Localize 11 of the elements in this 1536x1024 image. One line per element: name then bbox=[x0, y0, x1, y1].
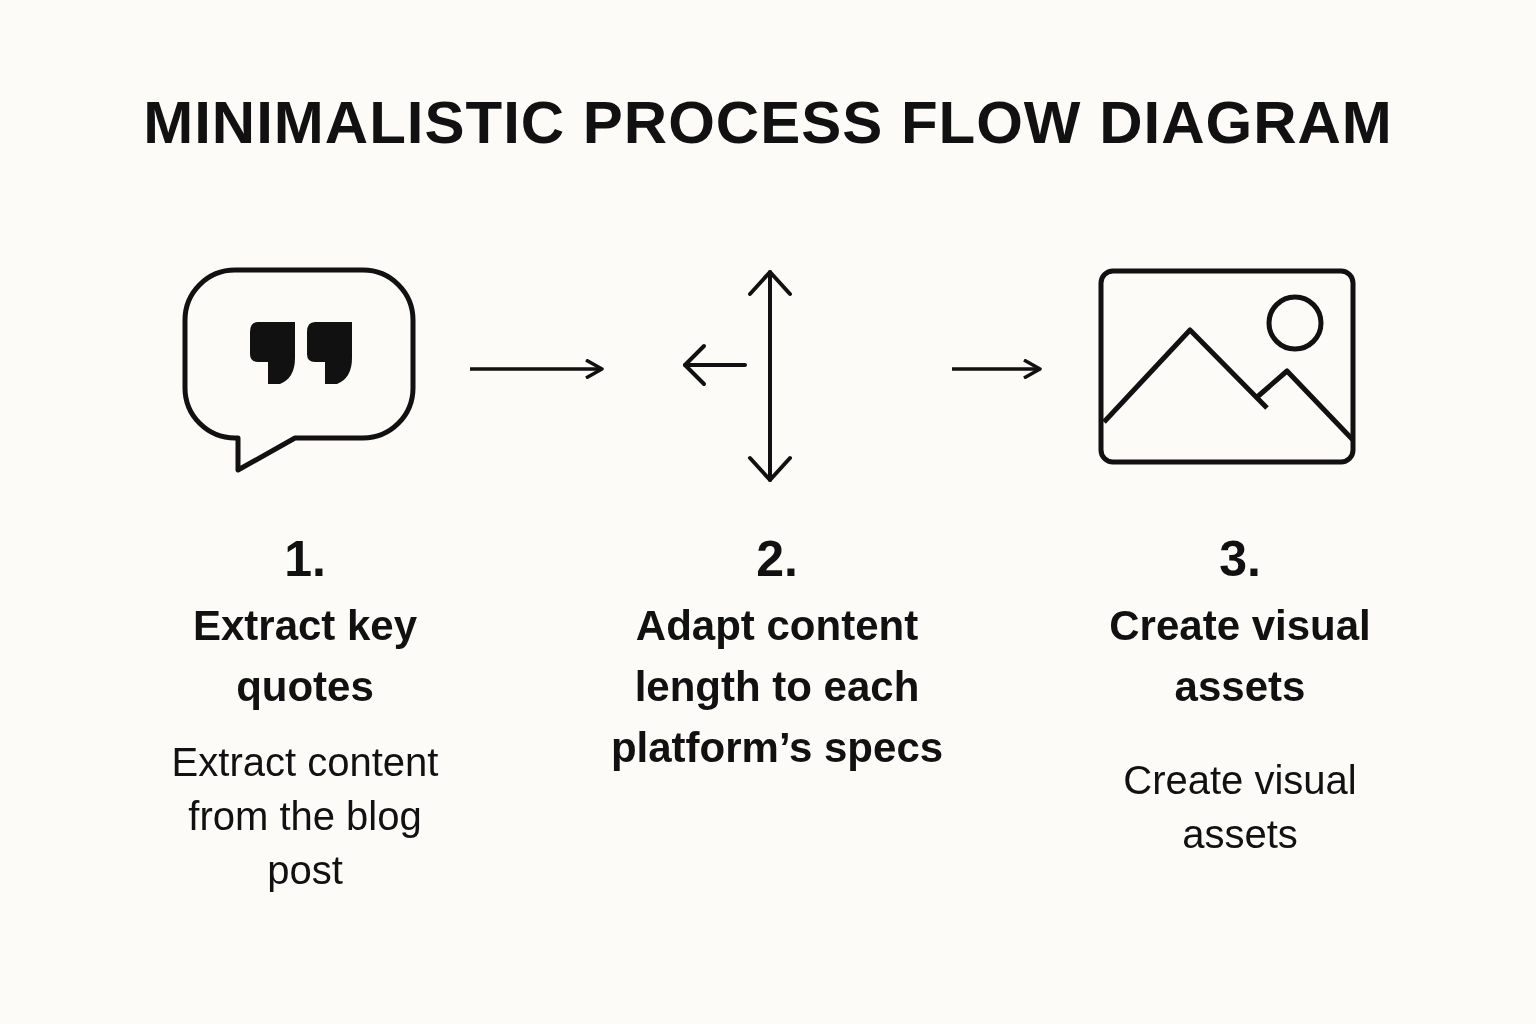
step-number: 2. bbox=[755, 530, 799, 588]
step-description: Extract content from the blog post bbox=[170, 739, 440, 894]
step-title: Adapt content length to each platform’s specs bbox=[609, 601, 945, 773]
arrow bbox=[470, 358, 604, 380]
step-number: 3. bbox=[1218, 530, 1262, 588]
arrow bbox=[952, 358, 1042, 380]
step-description: Create visual assets bbox=[1122, 757, 1358, 858]
step-number: 1. bbox=[283, 530, 327, 588]
step-title: Extract key quotes bbox=[191, 601, 419, 712]
step-title: Create visual assets bbox=[1108, 601, 1372, 712]
diagram-title: MINIMALISTIC PROCESS FLOW DIAGRAM bbox=[142, 88, 1394, 157]
